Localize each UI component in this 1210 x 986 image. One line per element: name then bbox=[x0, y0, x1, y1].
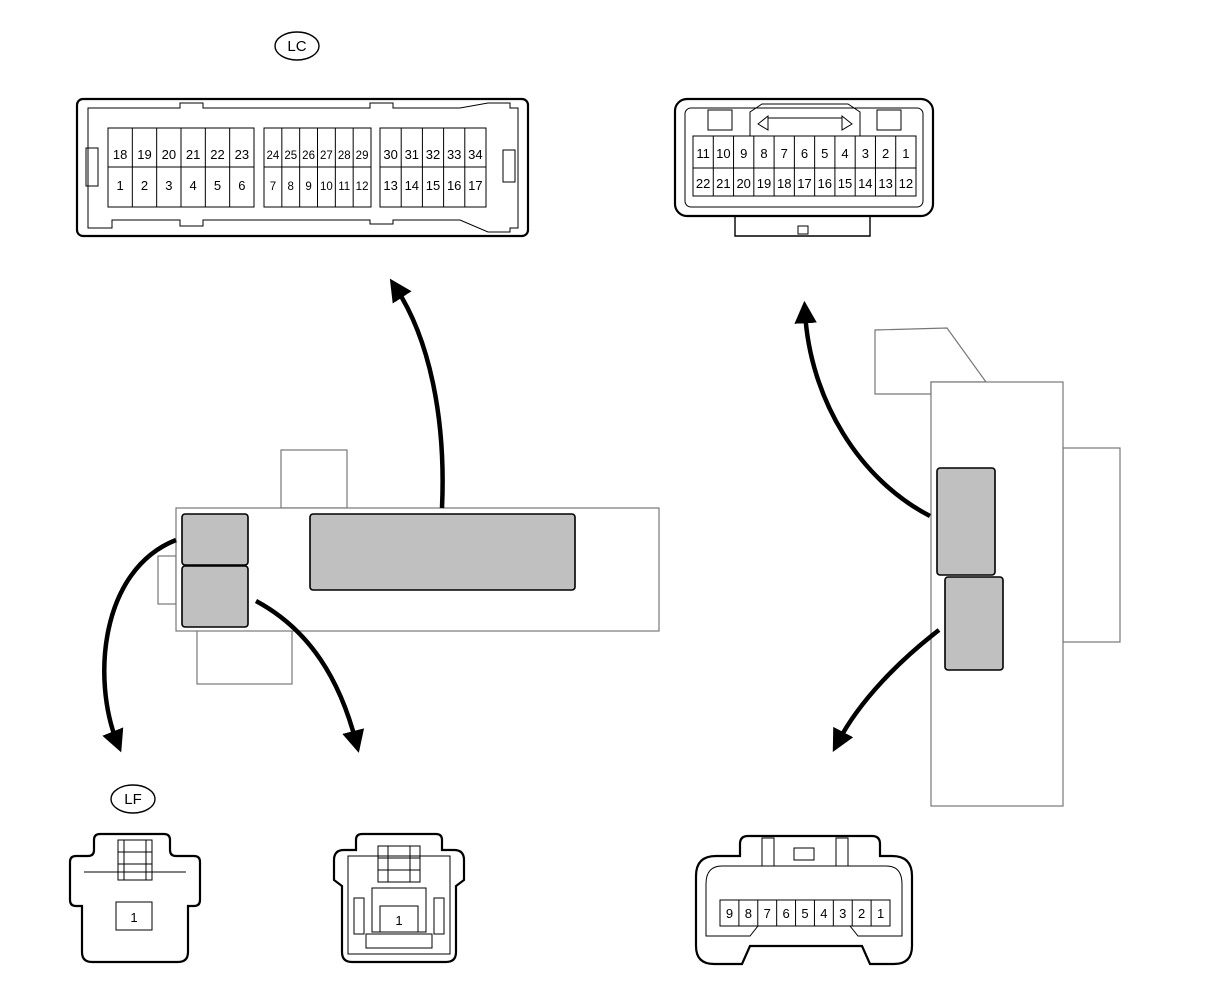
right22-pin-15: 15 bbox=[838, 176, 852, 191]
right9-pin-3: 3 bbox=[839, 906, 846, 921]
right22-pin-21: 21 bbox=[716, 176, 730, 191]
right9-pin-1: 1 bbox=[877, 906, 884, 921]
lc-pin-22: 22 bbox=[210, 147, 224, 162]
right22-pin-8: 8 bbox=[760, 146, 767, 161]
right22-pin-2: 2 bbox=[882, 146, 889, 161]
lower-connector-socket bbox=[181, 565, 249, 628]
lc-pin-4: 4 bbox=[190, 178, 197, 193]
lc-pin-18: 18 bbox=[113, 147, 127, 162]
right22-pin-6: 6 bbox=[801, 146, 808, 161]
lc-pin-31: 31 bbox=[405, 147, 419, 162]
right9-pin-5: 5 bbox=[801, 906, 808, 921]
right-assembly bbox=[874, 327, 1121, 807]
lc-pin-27: 27 bbox=[320, 150, 333, 162]
lc-pin-8: 8 bbox=[288, 181, 294, 193]
lc-pin-11: 11 bbox=[338, 181, 350, 193]
right22-pin-22: 22 bbox=[696, 176, 710, 191]
left-assembly bbox=[157, 449, 660, 685]
right22-pin-1: 1 bbox=[902, 146, 909, 161]
right22-pin-19: 19 bbox=[757, 176, 771, 191]
arrow-to-lc-connector bbox=[389, 278, 445, 509]
lc-pin-2: 2 bbox=[141, 178, 148, 193]
right22-pin-11: 11 bbox=[696, 146, 710, 161]
lf-connector-socket bbox=[181, 513, 249, 566]
lc-pin-9: 9 bbox=[305, 181, 311, 193]
lc-pin-19: 19 bbox=[137, 147, 151, 162]
lc-pin-25: 25 bbox=[284, 150, 297, 162]
right9-pin-8: 8 bbox=[745, 906, 752, 921]
right22-pin-14: 14 bbox=[858, 176, 872, 191]
right9-pin-6: 6 bbox=[782, 906, 789, 921]
lc-pin-16: 16 bbox=[447, 178, 461, 193]
lc-pin-1: 1 bbox=[117, 178, 124, 193]
right22-pin-5: 5 bbox=[821, 146, 828, 161]
lf-connector: 1 bbox=[68, 832, 202, 964]
right9-pin-2: 2 bbox=[858, 906, 865, 921]
middle-1pin-connector: 1 bbox=[332, 832, 466, 964]
right-9pin-socket bbox=[944, 576, 1004, 671]
lc-pin-34: 34 bbox=[468, 147, 482, 162]
lc-pin-15: 15 bbox=[426, 178, 440, 193]
right22-pin-16: 16 bbox=[818, 176, 832, 191]
lc-pin-10: 10 bbox=[320, 181, 333, 193]
lc-pin-3: 3 bbox=[165, 178, 172, 193]
lc-pin-29: 29 bbox=[356, 150, 369, 162]
lc-pin-5: 5 bbox=[214, 178, 221, 193]
lc-pin-12: 12 bbox=[356, 181, 369, 193]
arrow-to-lf-connector bbox=[102, 537, 177, 753]
lc-pin-32: 32 bbox=[426, 147, 440, 162]
right22-pin-3: 3 bbox=[862, 146, 869, 161]
lc-pin-6: 6 bbox=[238, 178, 245, 193]
lc-pin-13: 13 bbox=[383, 178, 397, 193]
lc-pin-23: 23 bbox=[235, 147, 249, 162]
lc-pin-28: 28 bbox=[338, 150, 351, 162]
arrow-to-middle-connector bbox=[254, 599, 365, 753]
lc-pin-33: 33 bbox=[447, 147, 461, 162]
middle-pin-1: 1 bbox=[395, 913, 402, 928]
lf-label: LF bbox=[110, 784, 156, 814]
lc-pin-26: 26 bbox=[302, 150, 315, 162]
right22-pin-12: 12 bbox=[899, 176, 913, 191]
right22-pin-9: 9 bbox=[740, 146, 747, 161]
right22-pin-17: 17 bbox=[797, 176, 811, 191]
lf-label-text: LF bbox=[124, 791, 142, 808]
right9-pin-4: 4 bbox=[820, 906, 827, 921]
lc-pin-30: 30 bbox=[383, 147, 397, 162]
right22-pin-20: 20 bbox=[736, 176, 750, 191]
lc-pin-7: 7 bbox=[270, 181, 276, 193]
right9-pin-7: 7 bbox=[764, 906, 771, 921]
lc-label: LC bbox=[274, 31, 320, 61]
right22-pin-10: 10 bbox=[716, 146, 730, 161]
arrow-to-22pin-connector bbox=[794, 300, 932, 519]
right9-pin-9: 9 bbox=[726, 906, 733, 921]
right22-pin-13: 13 bbox=[878, 176, 892, 191]
right22-pin-18: 18 bbox=[777, 176, 791, 191]
arrow-to-9pin-connector bbox=[832, 628, 941, 752]
lc-pin-20: 20 bbox=[162, 147, 176, 162]
lc-pin-21: 21 bbox=[186, 147, 200, 162]
lc-label-text: LC bbox=[287, 38, 306, 55]
lc-pin-17: 17 bbox=[468, 178, 482, 193]
right22-pin-7: 7 bbox=[781, 146, 788, 161]
lc-connector-socket bbox=[309, 513, 576, 591]
right22-pin-4: 4 bbox=[841, 146, 848, 161]
lc-pin-14: 14 bbox=[405, 178, 419, 193]
lc-pin-24: 24 bbox=[267, 150, 280, 162]
right-22pin-socket bbox=[936, 467, 996, 576]
lf-pin-1: 1 bbox=[130, 910, 137, 925]
